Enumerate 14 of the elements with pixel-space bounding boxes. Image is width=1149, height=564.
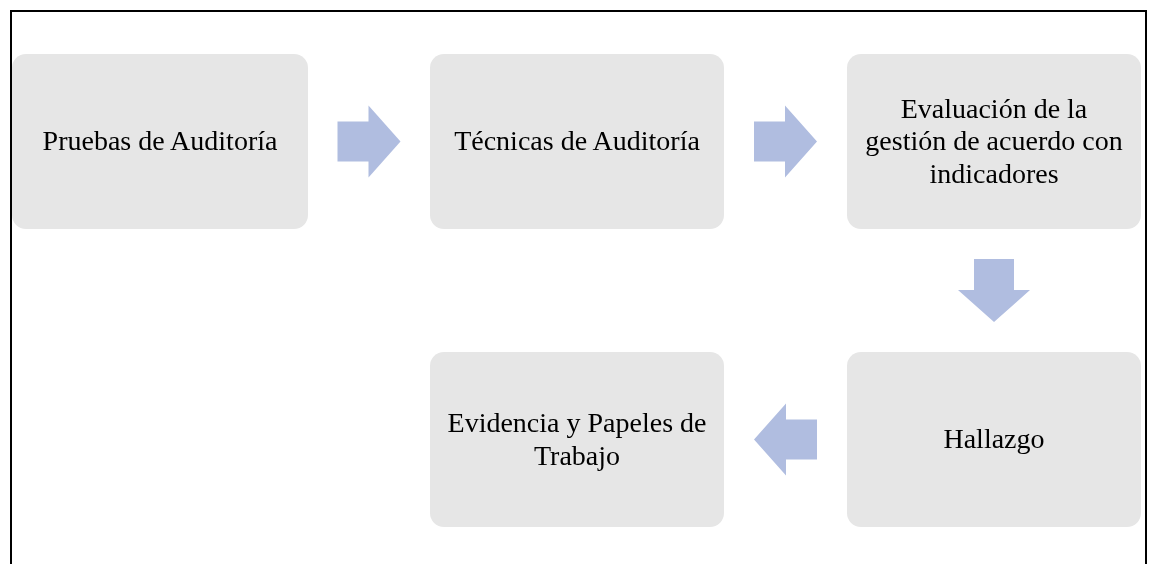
process-box [430,352,724,527]
block-arrow [754,105,817,178]
process-box [430,54,724,229]
process-box [847,54,1141,229]
block-arrow [754,403,817,476]
block-arrow [958,259,1030,322]
process-box [847,352,1141,527]
process-box [12,54,308,229]
box-label: Evaluación de la gestión de acuerdo con indicadores [864,93,1124,190]
box-label: Hallazgo [943,423,1045,456]
box-label: Pruebas de Auditoría [42,125,278,158]
block-arrow [337,105,401,178]
box-label: Técnicas de Auditoría [454,125,700,158]
box-label: Evidencia y Papeles de Trabajo [446,407,708,472]
